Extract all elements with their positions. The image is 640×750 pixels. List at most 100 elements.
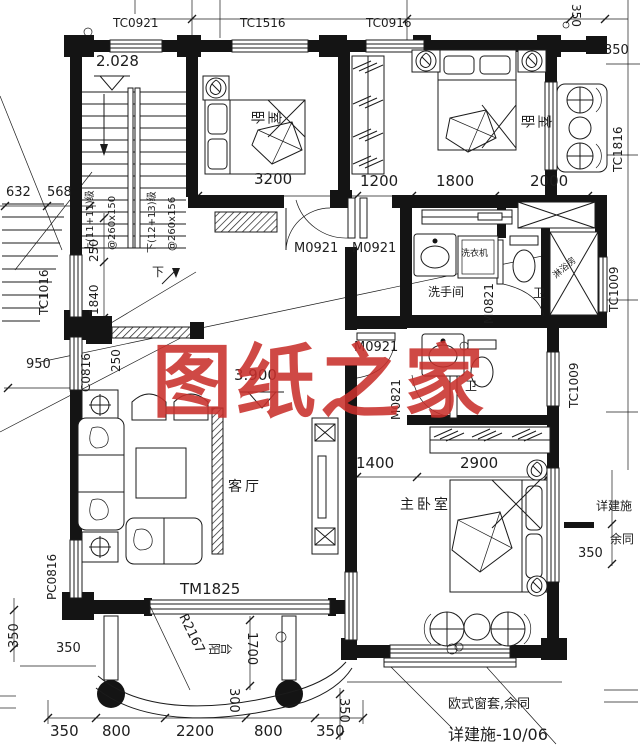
window-tc0916 — [365, 39, 425, 53]
dim-3200: 3200 — [254, 170, 293, 188]
partition-screen — [211, 407, 224, 555]
room-bedroom2: 卧室 — [518, 114, 552, 132]
dim-bottom-left-vertical: 350 — [7, 623, 22, 648]
label-window-tc1516: TC1516 — [240, 16, 286, 30]
wardrobe-bedroom2 — [351, 55, 385, 175]
toilet-lower — [459, 339, 497, 388]
window-tc1009b — [546, 351, 560, 407]
coffee-table — [135, 447, 187, 499]
tv-unit — [311, 417, 339, 555]
window-tc1016 — [69, 254, 83, 318]
wardrobe-master — [429, 426, 551, 454]
label-door-tm1825: TM1825 — [180, 580, 241, 598]
label-window-tc1009-a: TC1009 — [607, 266, 621, 312]
dim-top-right-vertical: 350 — [569, 4, 583, 27]
note-detail-ref: 详建施-10/06 — [448, 725, 548, 744]
dim-right-350: 350 — [578, 546, 603, 561]
shaft-box — [517, 201, 596, 229]
room-wc-lower: 卫 — [465, 379, 478, 393]
window-pc0816 — [69, 539, 83, 599]
note-window-trim: 欧式窗套,余同 — [448, 697, 531, 712]
stair-up-step: @260x150 — [107, 195, 118, 250]
bed-master — [449, 479, 548, 593]
dim-bottom-left: 350 — [56, 641, 81, 656]
note-same: 余同 — [610, 532, 635, 546]
staircase — [2, 75, 186, 322]
dim-balcony-350: 350 — [336, 698, 351, 723]
stair-down-flight: 下(12+13)级 — [147, 191, 158, 253]
stair-down-step: @260x156 — [167, 196, 178, 251]
bay-plants-master — [423, 611, 532, 655]
label-window-tc0916: TC0916 — [366, 16, 412, 30]
dim-bottom-3: 800 — [254, 722, 283, 740]
dim-top-right: 350 — [604, 43, 629, 58]
corner-table-a — [81, 389, 119, 421]
label-window-tc1009-b: TC1009 — [567, 362, 581, 408]
bath-counter — [421, 209, 513, 225]
window-master-left — [344, 571, 358, 641]
dining-chair-b — [173, 393, 209, 421]
dim-1800: 1800 — [436, 172, 475, 190]
dining-chair-a — [131, 393, 167, 421]
label-window-c0816: C0816 — [79, 353, 93, 392]
dim-1400: 1400 — [356, 454, 395, 472]
dim-1200: 1200 — [360, 172, 399, 190]
label-door-m0921-b: M0921 — [352, 241, 397, 256]
dim-bottom-2: 2200 — [176, 722, 215, 740]
level-mark-upper: 2.028 — [96, 52, 139, 70]
sink-upper — [413, 233, 457, 277]
dim-300: 300 — [226, 688, 241, 713]
label-washing-machine: 洗衣机 — [461, 249, 489, 259]
room-wc-upper: 卫 — [533, 286, 546, 300]
window-master-right — [546, 467, 560, 583]
room-balcony: 阳台 — [207, 642, 234, 656]
label-window-tc1016: TC1016 — [37, 269, 51, 315]
sink-lower — [421, 333, 465, 377]
dim-bottom-4: 350 — [316, 722, 345, 740]
label-window-tc1816: TC1816 — [611, 126, 625, 172]
washing-machine — [457, 235, 499, 279]
bay-shelf-bedroom2 — [556, 83, 608, 173]
door-tm1825-band — [149, 599, 331, 615]
toilet-upper — [509, 235, 539, 283]
loveseat — [125, 517, 203, 565]
dim-632: 632 — [6, 185, 31, 200]
dim-568: 568 — [47, 185, 72, 200]
room-bedroom1: 卧室 — [248, 110, 282, 128]
stair-up-flight: 上(11+11)级 — [85, 190, 96, 252]
stair-down-mark: 下 — [152, 265, 165, 279]
dim-bottom-1: 800 — [102, 722, 131, 740]
furniture — [77, 49, 608, 719]
corner-table-b — [81, 531, 119, 563]
shower-box — [549, 231, 599, 316]
window-master-bay — [383, 644, 517, 668]
balcony-structure — [95, 605, 353, 719]
note-detail: 详建施 — [596, 499, 633, 513]
hall-low-window — [214, 211, 278, 233]
room-living: 客厅 — [228, 479, 262, 495]
window-c0816 — [69, 336, 83, 391]
watermark: 图纸之家 — [152, 335, 488, 429]
dim-1840: 1840 — [87, 284, 101, 315]
label-window-pc0816: PC0816 — [45, 553, 59, 600]
window-tc1516 — [231, 39, 309, 53]
dim-950: 950 — [26, 357, 51, 372]
bed-bedroom2 — [437, 49, 517, 153]
label-door-m0921-c: M0921 — [354, 340, 399, 355]
sofa-long — [77, 417, 125, 531]
window-symbols — [69, 39, 608, 668]
room-master: 主卧室 — [400, 497, 451, 513]
dim-2900: 2900 — [460, 454, 499, 472]
dim-2000: 2000 — [530, 172, 569, 190]
label-window-tc0921: TC0921 — [113, 16, 159, 30]
level-mark-main: 3.900 — [234, 366, 277, 384]
room-washroom: 洗手间 — [428, 285, 465, 299]
dim-bottom-0: 350 — [50, 722, 79, 740]
window-tc1816 — [544, 81, 558, 171]
dim-1700: 1700 — [244, 632, 259, 666]
bed-bedroom1 — [204, 99, 306, 175]
window-tc0921 — [109, 39, 163, 53]
dim-250-b: 250 — [109, 349, 123, 372]
